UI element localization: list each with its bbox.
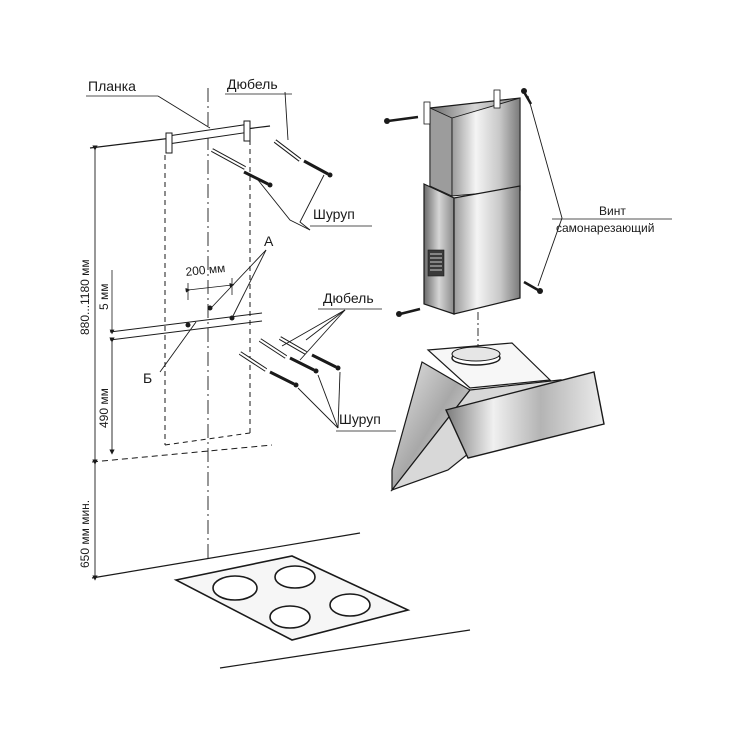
label-vint-line1: Винт bbox=[599, 204, 626, 218]
vent-grille-icon bbox=[427, 249, 445, 277]
screw-icon bbox=[303, 159, 333, 178]
screw-icon bbox=[396, 307, 421, 317]
label-point-a: А bbox=[264, 233, 274, 249]
hood-body bbox=[390, 342, 605, 492]
screw-icon bbox=[311, 353, 341, 371]
label-dubel-mid: Дюбель bbox=[323, 290, 374, 306]
screw-icon bbox=[243, 170, 273, 188]
chimney-upper bbox=[423, 89, 521, 197]
dowel-icon bbox=[238, 351, 268, 372]
label-planka: Планка bbox=[88, 78, 136, 94]
screw-icon bbox=[289, 356, 319, 374]
dowel-icon bbox=[258, 338, 288, 359]
label-dubel-top: Дюбель bbox=[227, 76, 278, 92]
screw-icon bbox=[523, 280, 543, 294]
dim-490mm: 490 мм bbox=[97, 388, 111, 428]
screw-icon bbox=[269, 370, 299, 388]
chimney-lower bbox=[423, 183, 521, 315]
cooktop bbox=[173, 555, 411, 641]
dim-5mm: 5 мм bbox=[97, 283, 111, 310]
burner-icon bbox=[274, 565, 316, 589]
top-bracket bbox=[165, 120, 251, 154]
dim-200mm: 200 мм bbox=[185, 261, 226, 279]
burner-icon bbox=[329, 593, 371, 617]
label-point-b: Б bbox=[143, 370, 152, 386]
point-b-marker bbox=[185, 322, 191, 328]
point-a-marker bbox=[229, 315, 235, 321]
label-shurup-top: Шуруп bbox=[313, 206, 355, 222]
burner-icon bbox=[269, 605, 311, 629]
label-vint-line2: самонарезающий bbox=[556, 221, 654, 235]
label-shurup-bottom: Шуруп bbox=[339, 411, 381, 427]
dim-650mm-min: 650 мм мин. bbox=[78, 500, 92, 568]
dowel-icon bbox=[279, 336, 307, 355]
burner-icon bbox=[212, 575, 258, 601]
glass-panel bbox=[445, 371, 605, 459]
wall-layout bbox=[89, 88, 471, 669]
dim-height-range: 880...1180 мм bbox=[78, 259, 92, 335]
screw-icon bbox=[384, 115, 419, 124]
dowel-icon bbox=[273, 139, 302, 162]
dowel-icon bbox=[211, 148, 246, 170]
